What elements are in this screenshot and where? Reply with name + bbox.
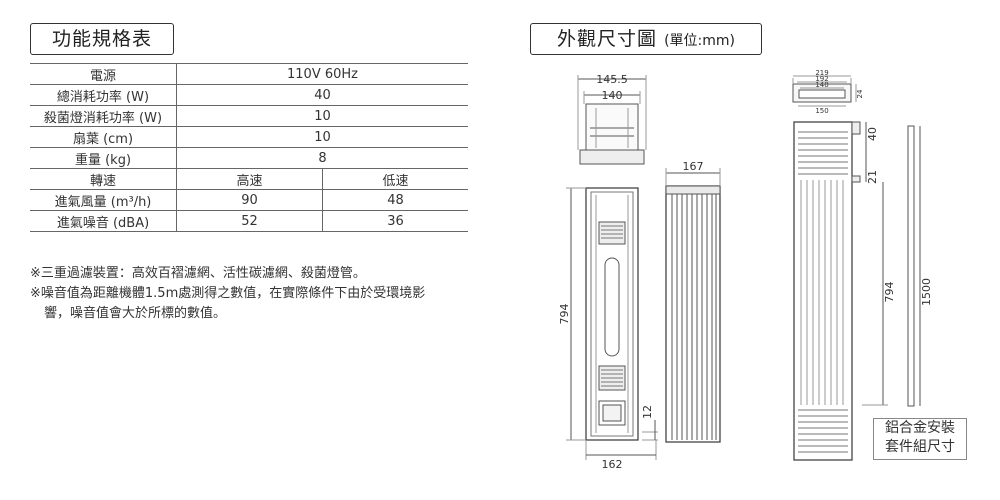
spec-title-box: 功能規格表 <box>30 23 174 55</box>
dim-kit-192: 192 <box>815 75 828 83</box>
kit-body <box>793 121 861 461</box>
front-vent-bottom <box>601 369 623 387</box>
kit-slats <box>800 180 844 405</box>
note-noise: ※噪音值為距離機體1.5m處測得之數值，在實際條件下由於受環境影 <box>30 286 426 301</box>
kit-bracket <box>792 75 857 107</box>
spec-row-speed-header: 轉速 高速 低速 <box>30 168 468 190</box>
spec-noise-low: 36 <box>322 210 468 232</box>
kit-louver-bottom <box>798 409 848 453</box>
kit-label-line2: 套件組尺寸 <box>885 439 955 455</box>
front-body <box>585 187 639 441</box>
note-filter: ※三重過濾裝置：高效百褶濾網、活性碳濾網、殺菌燈管。 <box>30 266 366 281</box>
spec-noise-high: 52 <box>176 210 323 232</box>
spec-value-total-power: 40 <box>176 84 468 106</box>
dims-title-box: 外觀尺寸圖 (單位:mm) <box>530 23 762 55</box>
dims-unit: (單位:mm) <box>664 33 735 49</box>
spec-label-fan: 扇葉 (cm) <box>30 126 177 148</box>
dim-kit-140: 140 <box>815 81 828 89</box>
dim-kit-24: 24 <box>856 89 864 98</box>
dim-front-bottom-width: 162 <box>602 458 623 471</box>
dim-front-height: 794 <box>558 304 571 325</box>
dim-kit-21: 21 <box>866 170 879 184</box>
spec-row-total-power: 總消耗功率 (W) 40 <box>30 84 468 106</box>
dim-kit-794: 794 <box>883 282 896 303</box>
kit-label-box: 鋁合金安裝 套件組尺寸 <box>873 418 967 460</box>
dim-side-width: 167 <box>683 160 704 173</box>
dim-kit-40: 40 <box>866 127 879 141</box>
spec-label-noise: 進氣噪音 (dBA) <box>30 210 177 232</box>
spec-label-uv-power: 殺菌燈消耗功率 (W) <box>30 105 177 127</box>
dim-front-top-outer: 145.5 <box>596 73 628 86</box>
spec-title: 功能規格表 <box>51 28 152 50</box>
spec-table: 電源 110V 60Hz 總消耗功率 (W) 40 殺菌燈消耗功率 (W) 10… <box>30 63 468 232</box>
dims-title: 外觀尺寸圖 <box>557 28 658 50</box>
kit-louver-top <box>798 131 848 175</box>
spec-label-speed: 轉速 <box>30 168 177 190</box>
spec-row-noise: 進氣噪音 (dBA) 52 36 <box>30 210 468 232</box>
spec-row-power: 電源 110V 60Hz <box>30 63 468 85</box>
spec-row-fan: 扇葉 (cm) 10 <box>30 126 468 148</box>
spec-notes: ※三重過濾裝置：高效百褶濾網、活性碳濾網、殺菌燈管。 ※噪音值為距離機體1.5m… <box>30 264 425 324</box>
spec-label-total-power: 總消耗功率 (W) <box>30 84 177 106</box>
spec-row-weight: 重量 (kg) 8 <box>30 147 468 169</box>
dim-front-bottom-small: 12 <box>641 405 654 419</box>
dim-kit-1500: 1500 <box>920 278 933 306</box>
front-vent-top <box>601 225 623 239</box>
side-view <box>665 185 721 443</box>
spec-label-power: 電源 <box>30 63 177 85</box>
dim-kit-219: 219 <box>815 69 828 77</box>
note-noise-cont: 響，噪音值會大於所標的數值。 <box>44 306 227 321</box>
kit-label-line1: 鋁合金安裝 <box>885 420 955 436</box>
dim-front-top-inner: 140 <box>602 89 623 102</box>
dim-kit-150: 150 <box>815 107 828 115</box>
front-top-piece <box>579 103 645 165</box>
spec-value-power: 110V 60Hz <box>176 63 468 85</box>
spec-row-uv-power: 殺菌燈消耗功率 (W) 10 <box>30 105 468 127</box>
